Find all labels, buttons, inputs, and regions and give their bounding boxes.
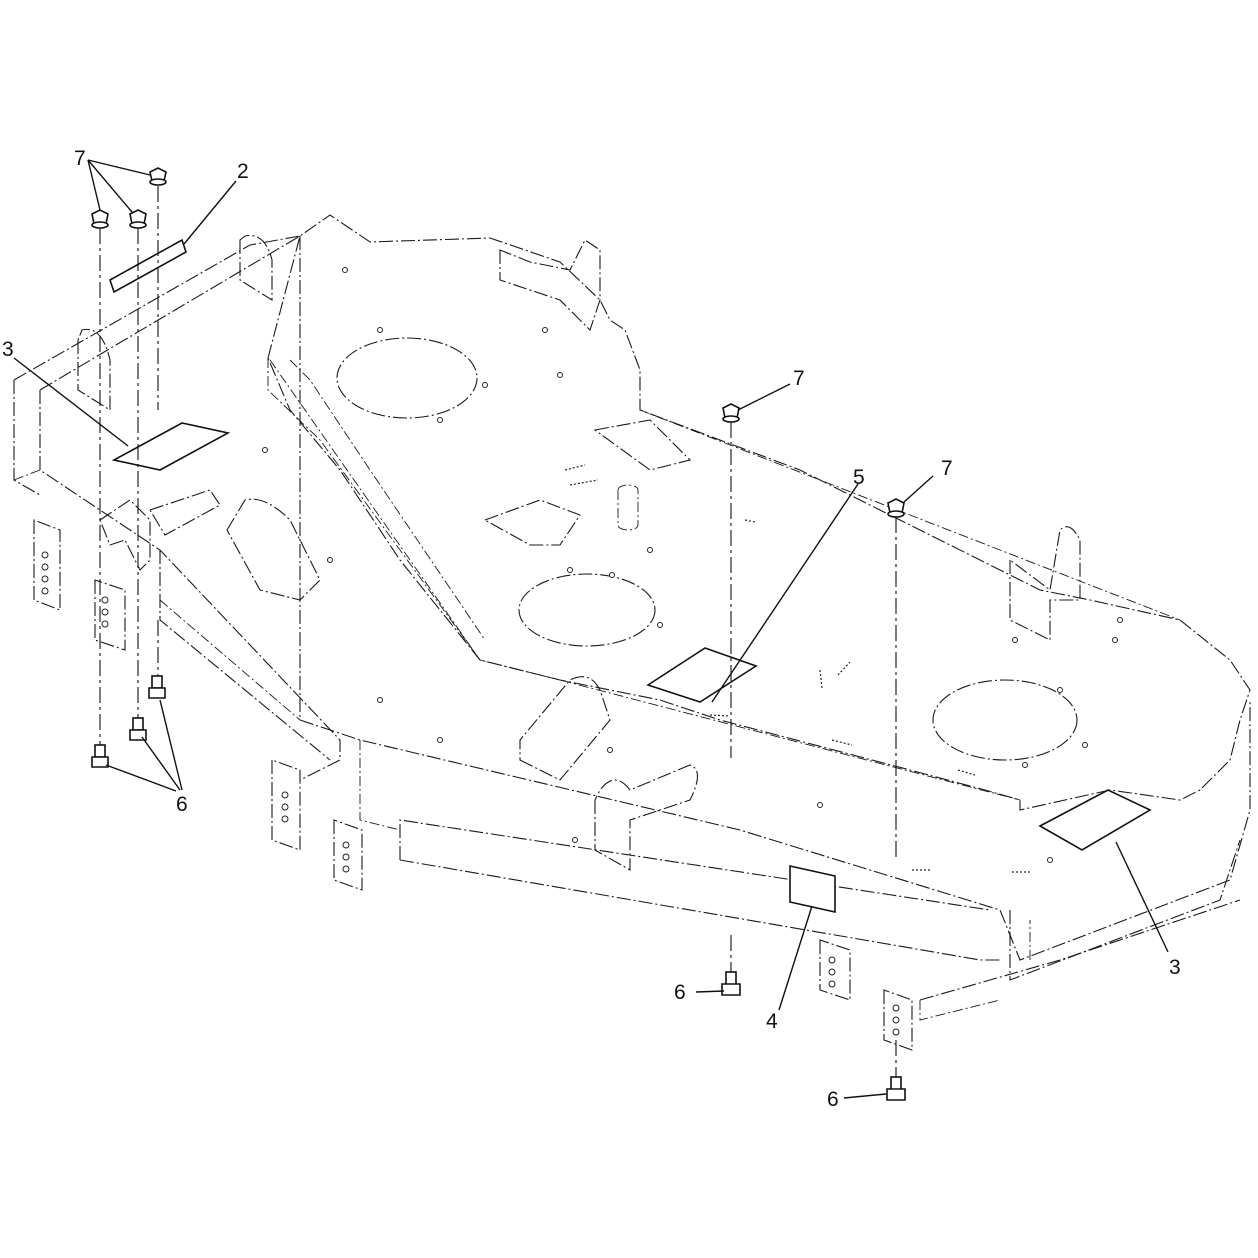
decal-3-left: [111, 422, 231, 471]
callout-4: 4: [766, 1010, 778, 1033]
callout-6-middle: 6: [674, 981, 686, 1004]
flange-nut-7-d: [722, 403, 740, 423]
callout-7-middle: 7: [793, 367, 805, 390]
decal-5: [646, 647, 758, 703]
deck-brackets: [77, 234, 1081, 871]
decal-4: [789, 865, 836, 913]
plate-holes: [41, 551, 900, 1036]
deck-mounting-holes: [262, 267, 1123, 873]
flange-nut-7-e: [887, 498, 905, 518]
callout-3-right: 3: [1169, 956, 1181, 979]
blade-spindle-openings: [336, 337, 1078, 761]
flange-nut-7-b: [91, 209, 109, 229]
callout-5: 5: [853, 466, 865, 489]
height-adjust-plates: [33, 519, 913, 1051]
callout-6-bottom: 6: [827, 1088, 839, 1111]
mower-deck-outline: [13, 214, 1251, 1021]
bolt-6-a: [148, 675, 166, 699]
fastener-center-lines: [99, 186, 897, 1080]
callout-6-left: 6: [176, 793, 188, 816]
flange-nut-7-a: [149, 167, 167, 186]
flange-nut-7-c: [129, 209, 147, 229]
bolt-6-b: [129, 717, 147, 741]
decal-3-right: [1038, 789, 1152, 851]
bolt-6-e: [886, 1076, 906, 1101]
leader-lines: [13, 159, 1169, 1099]
bolt-6-d: [721, 971, 741, 996]
decal-2: [109, 238, 187, 294]
callout-labels: 7 2 3 7 7 5 6 3 6 4 6: [2, 147, 1181, 1111]
callout-2: 2: [237, 160, 249, 183]
callout-7-top-left: 7: [74, 147, 86, 170]
callout-3-left: 3: [2, 338, 14, 361]
callout-7-right: 7: [941, 457, 953, 480]
bolt-6-c: [91, 744, 109, 768]
